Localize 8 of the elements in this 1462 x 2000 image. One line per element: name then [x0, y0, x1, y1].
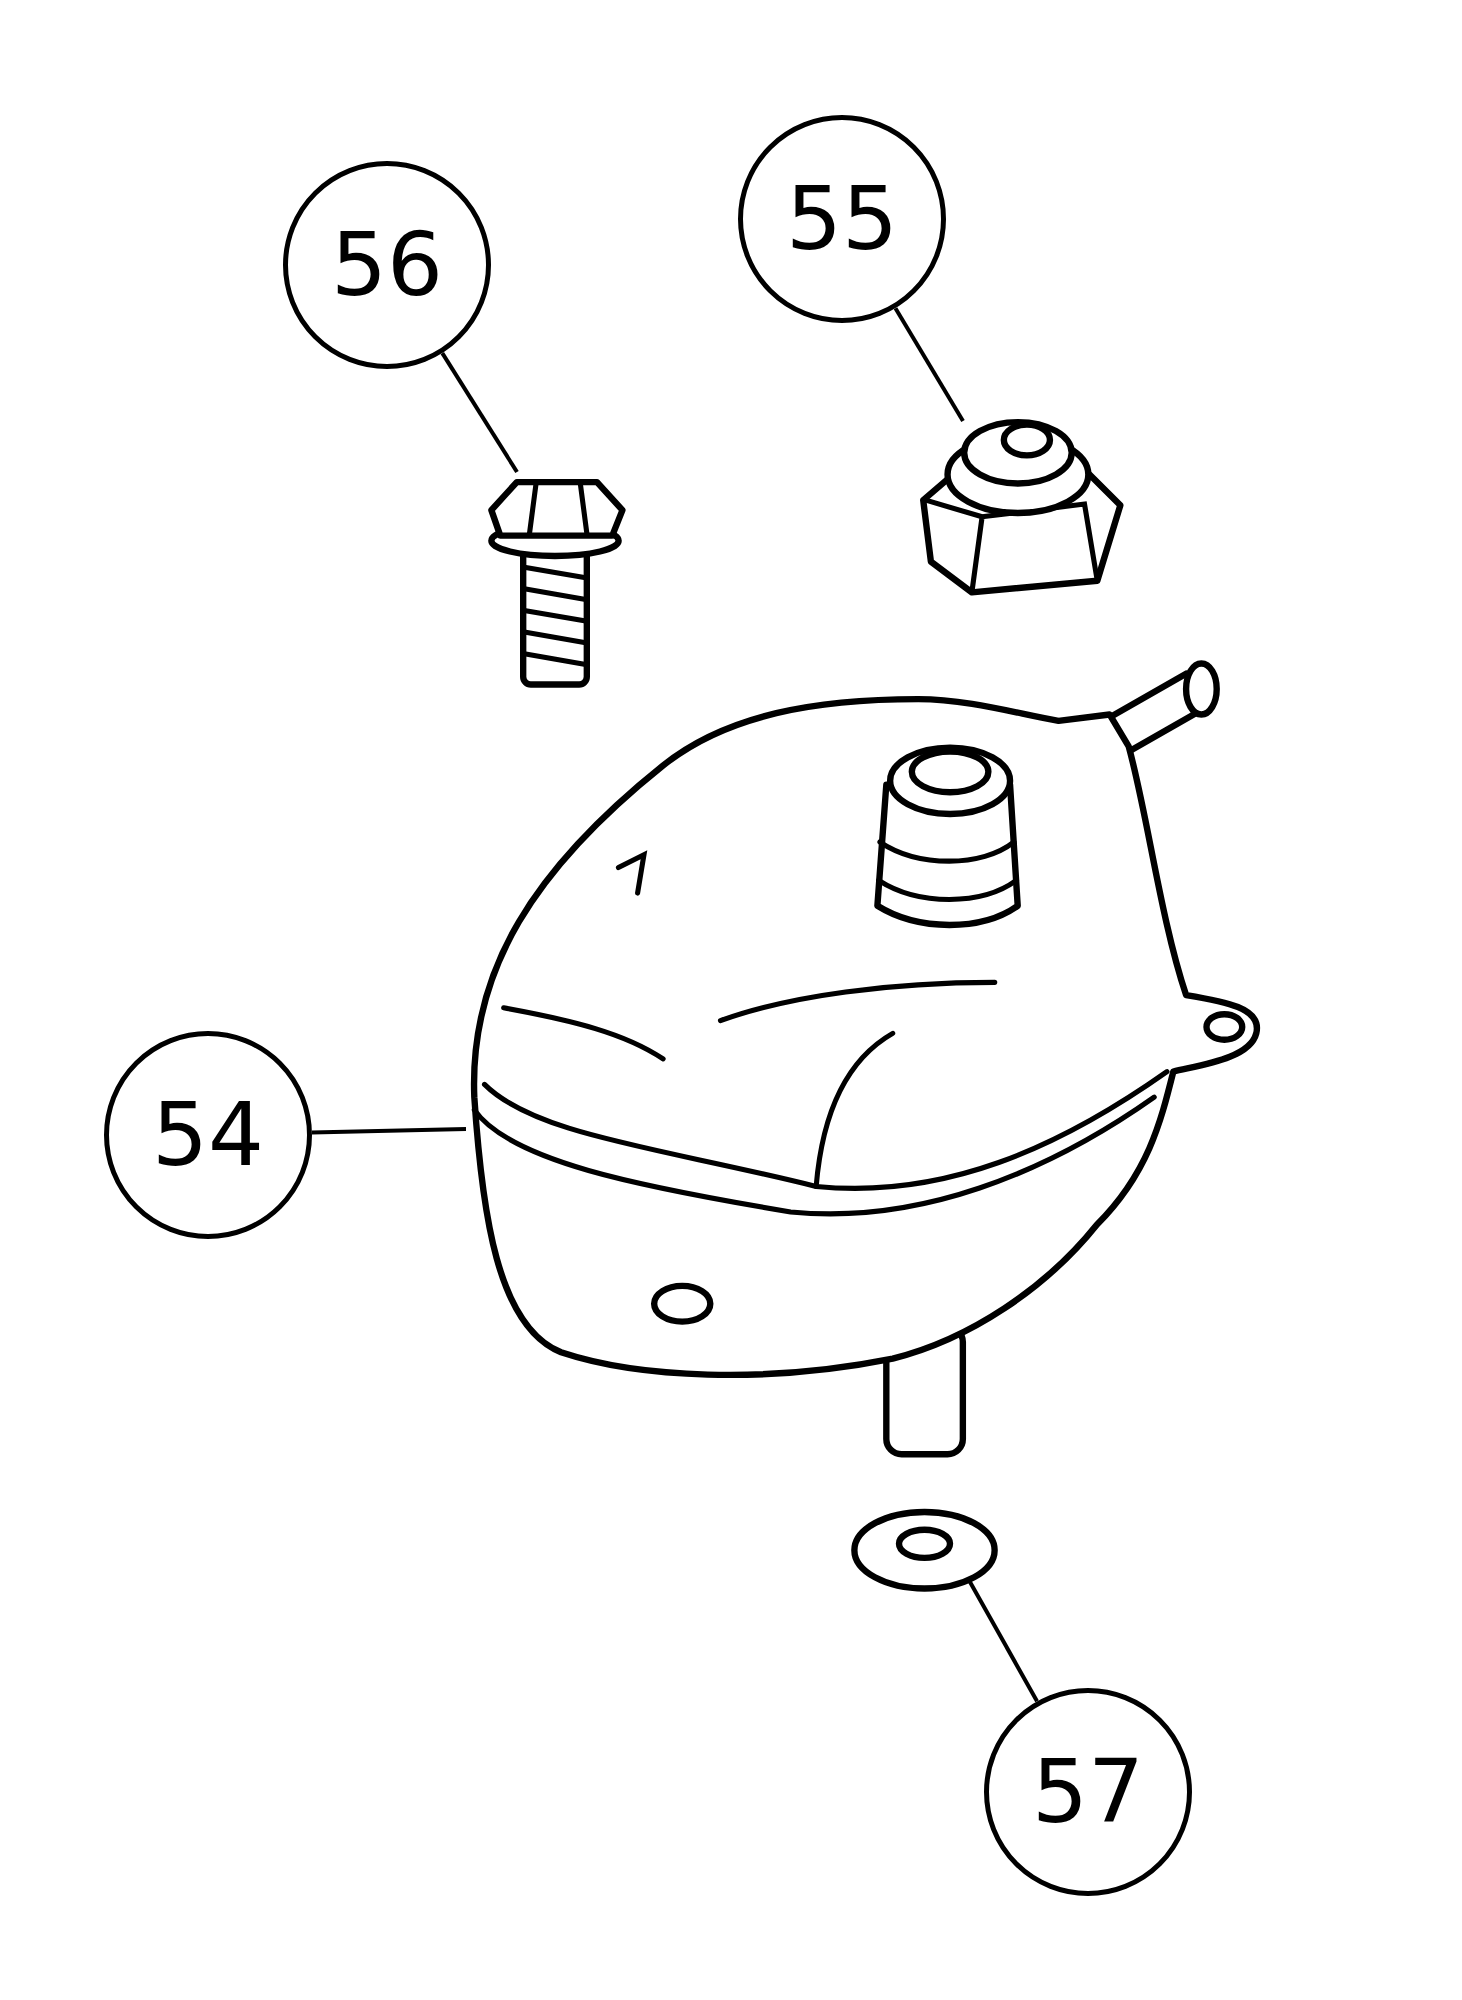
- leader-line: [311, 1127, 467, 1135]
- callout-number: 55: [786, 175, 898, 263]
- callout-number: 54: [152, 1091, 264, 1179]
- leader-line: [968, 1581, 1039, 1703]
- callout-number: 56: [331, 221, 443, 309]
- leader-line: [440, 352, 519, 474]
- leader-line: [893, 307, 965, 423]
- callout-number: 57: [1032, 1748, 1144, 1836]
